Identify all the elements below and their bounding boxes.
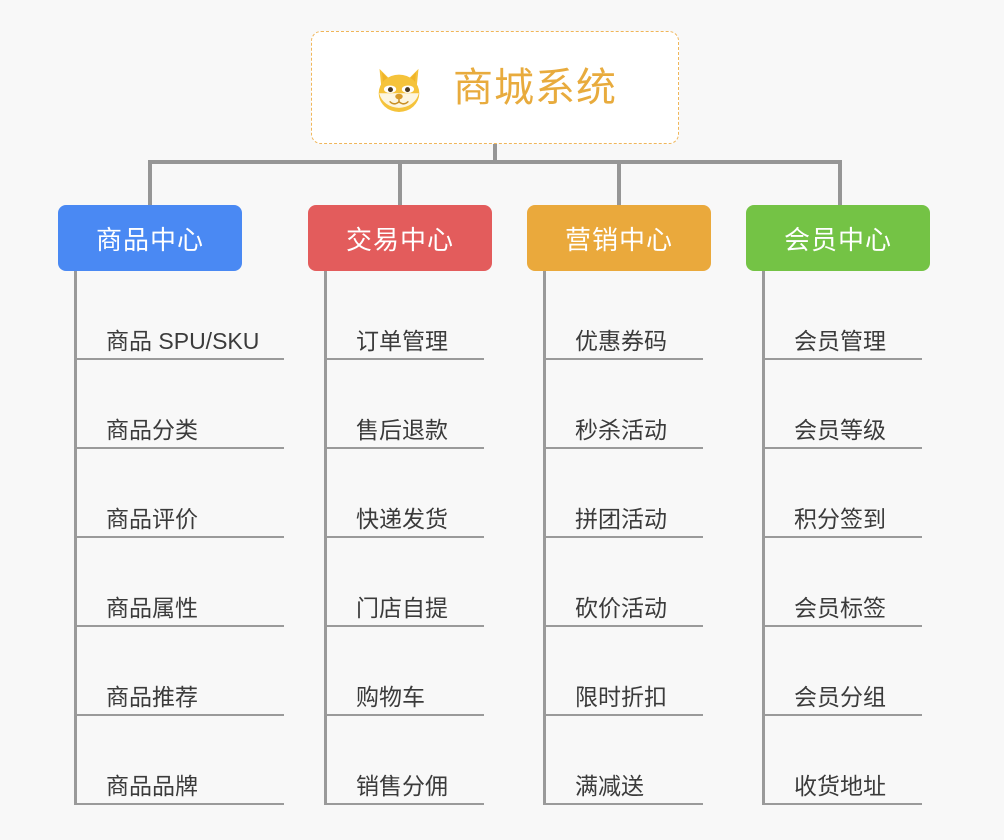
leaf-item[interactable]: 积分签到 xyxy=(762,449,926,538)
leaf-item[interactable]: 会员标签 xyxy=(762,538,926,627)
leaf-spine xyxy=(74,271,77,805)
leaf-column-member-center: 会员管理会员等级积分签到会员标签会员分组收货地址 xyxy=(762,271,926,805)
category-box-member-center[interactable]: 会员中心 xyxy=(746,205,930,271)
leaf-item-label: 销售分佣 xyxy=(356,772,448,799)
leaf-item-underline xyxy=(762,625,922,627)
category-title: 会员中心 xyxy=(783,224,892,255)
leaf-item[interactable]: 购物车 xyxy=(324,627,488,716)
dog-face-icon xyxy=(378,68,420,112)
category-box-marketing-center[interactable]: 营销中心 xyxy=(527,205,711,271)
leaf-item[interactable]: 限时折扣 xyxy=(543,627,707,716)
leaf-item-underline xyxy=(762,803,922,805)
leaf-item[interactable]: 会员分组 xyxy=(762,627,926,716)
leaf-spine xyxy=(762,271,765,805)
leaf-item-label: 会员标签 xyxy=(794,594,886,621)
leaf-item[interactable]: 商品推荐 xyxy=(74,627,288,716)
leaf-item-underline xyxy=(324,358,484,360)
leaf-item-label: 售后退款 xyxy=(356,416,448,443)
leaf-item[interactable]: 门店自提 xyxy=(324,538,488,627)
leaf-item-underline xyxy=(543,536,703,538)
leaf-item-underline xyxy=(74,536,284,538)
leaf-spine xyxy=(543,271,546,805)
root-title: 商城系统 xyxy=(453,65,617,110)
leaf-item-underline xyxy=(543,714,703,716)
leaf-item[interactable]: 商品品牌 xyxy=(74,716,288,805)
leaf-column-product-center: 商品 SPU/SKU 商品分类商品评价商品属性商品推荐商品品牌 xyxy=(74,271,288,805)
leaf-item-underline xyxy=(762,358,922,360)
leaf-item-underline xyxy=(74,625,284,627)
leaf-item-label: 积分签到 xyxy=(794,505,886,532)
category-title: 商品中心 xyxy=(95,224,204,255)
leaf-item-label: 购物车 xyxy=(356,683,425,710)
root-node-shopping-mall-system[interactable]: 商城系统 xyxy=(311,31,679,144)
leaf-item-underline xyxy=(324,447,484,449)
leaf-item-label: 砍价活动 xyxy=(575,594,667,621)
category-box-trade-center[interactable]: 交易中心 xyxy=(308,205,492,271)
leaf-item[interactable]: 收货地址 xyxy=(762,716,926,805)
leaf-item-label: 快递发货 xyxy=(356,505,448,532)
leaf-item[interactable]: 会员等级 xyxy=(762,360,926,449)
leaf-item-underline xyxy=(543,625,703,627)
leaf-item-underline xyxy=(543,358,703,360)
category-title: 营销中心 xyxy=(564,224,673,255)
leaf-item[interactable]: 订单管理 xyxy=(324,271,488,360)
leaf-item-underline xyxy=(324,625,484,627)
leaf-item-label: 商品 SPU/SKU xyxy=(106,327,260,354)
leaf-item-label: 限时折扣 xyxy=(575,683,667,710)
leaf-item-label: 商品推荐 xyxy=(106,683,198,710)
leaf-item[interactable]: 销售分佣 xyxy=(324,716,488,805)
leaf-column-trade-center: 订单管理售后退款快递发货门店自提购物车销售分佣 xyxy=(324,271,488,805)
leaf-item-label: 会员管理 xyxy=(794,327,886,354)
leaf-item-label: 拼团活动 xyxy=(575,505,667,532)
leaf-column-marketing-center: 优惠券码秒杀活动拼团活动砍价活动限时折扣满减送 xyxy=(543,271,707,805)
leaf-item[interactable]: 商品评价 xyxy=(74,449,288,538)
leaf-item[interactable]: 商品 SPU/SKU xyxy=(74,271,288,360)
leaf-item-label: 会员等级 xyxy=(794,416,886,443)
leaf-item-underline xyxy=(74,714,284,716)
leaf-item[interactable]: 售后退款 xyxy=(324,360,488,449)
leaf-item[interactable]: 商品属性 xyxy=(74,538,288,627)
leaf-item-label: 收货地址 xyxy=(794,772,886,799)
leaf-item[interactable]: 快递发货 xyxy=(324,449,488,538)
leaf-item-underline xyxy=(74,803,284,805)
leaf-item-label: 满减送 xyxy=(575,772,644,799)
leaf-spine xyxy=(324,271,327,805)
leaf-item[interactable]: 优惠券码 xyxy=(543,271,707,360)
leaf-item-underline xyxy=(74,358,284,360)
connector-drop-trade-center xyxy=(398,160,402,205)
leaf-item-label: 门店自提 xyxy=(356,594,448,621)
category-box-product-center[interactable]: 商品中心 xyxy=(58,205,242,271)
connector-root-stem xyxy=(493,144,497,164)
leaf-item-underline xyxy=(762,447,922,449)
leaf-item[interactable]: 商品分类 xyxy=(74,360,288,449)
leaf-item-underline xyxy=(74,447,284,449)
leaf-item-underline xyxy=(324,714,484,716)
connector-drop-member-center xyxy=(838,160,842,205)
leaf-item-label: 订单管理 xyxy=(356,327,448,354)
leaf-item-underline xyxy=(762,536,922,538)
connector-drop-marketing-center xyxy=(617,160,621,205)
leaf-item-label: 商品评价 xyxy=(106,505,198,532)
leaf-item[interactable]: 满减送 xyxy=(543,716,707,805)
leaf-item-label: 商品品牌 xyxy=(106,772,198,799)
leaf-item-underline xyxy=(762,714,922,716)
leaf-item[interactable]: 会员管理 xyxy=(762,271,926,360)
leaf-item[interactable]: 拼团活动 xyxy=(543,449,707,538)
leaf-item[interactable]: 砍价活动 xyxy=(543,538,707,627)
leaf-item-label: 优惠券码 xyxy=(575,327,667,354)
leaf-item[interactable]: 秒杀活动 xyxy=(543,360,707,449)
leaf-item-underline xyxy=(543,803,703,805)
leaf-item-underline xyxy=(543,447,703,449)
leaf-item-underline xyxy=(324,536,484,538)
connector-drop-product-center xyxy=(148,160,152,205)
leaf-item-label: 商品分类 xyxy=(106,416,198,443)
category-title: 交易中心 xyxy=(345,224,454,255)
leaf-item-label: 秒杀活动 xyxy=(575,416,667,443)
leaf-item-label: 会员分组 xyxy=(794,683,886,710)
leaf-item-label: 商品属性 xyxy=(106,594,198,621)
leaf-item-underline xyxy=(324,803,484,805)
connector-horizontal-bus xyxy=(148,160,840,164)
